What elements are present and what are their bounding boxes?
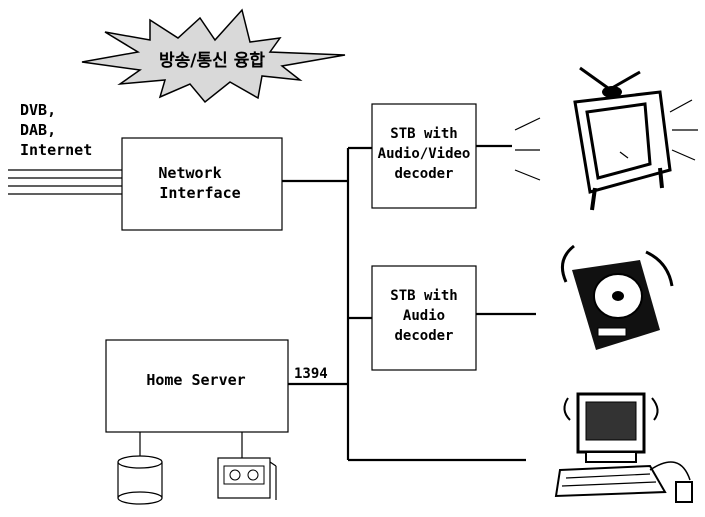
input-lines [8, 169, 122, 195]
stb-av-label-2: Audio/Video [378, 146, 471, 162]
network-interface-label-2: Interface [159, 184, 240, 202]
stb-audio-label-2: Audio [403, 308, 445, 324]
input-label-dab: DAB, [20, 121, 56, 139]
network-interface-box: Network Interface [121, 137, 283, 231]
home-server-box: Home Server 1394 [105, 339, 348, 433]
computer-icon [554, 392, 693, 503]
disk-drive-icon [117, 432, 163, 505]
input-label-internet: Internet [20, 141, 92, 159]
stb-audio-label-3: decoder [394, 328, 453, 344]
input-label-dvb: DVB, [20, 101, 56, 119]
input-labels: DVB, DAB, Internet [20, 101, 92, 159]
tv-icon [514, 66, 698, 211]
burst-title: 방송/통신 융합 [159, 50, 265, 71]
tape-deck-icon [217, 432, 277, 500]
stb-audio-label-1: STB with [390, 288, 457, 304]
stb-av-box: STB with Audio/Video decoder [348, 103, 512, 209]
bus-label: 1394 [294, 366, 328, 382]
stb-av-label-3: decoder [394, 166, 453, 182]
home-server-label: Home Server [146, 371, 245, 389]
burst-shape [81, 8, 346, 104]
stb-av-label-1: STB with [390, 126, 457, 142]
network-interface-label-1: Network [158, 164, 221, 182]
stb-audio-box: STB with Audio decoder [348, 265, 536, 371]
cd-player-icon [560, 244, 674, 350]
burst-badge: 방송/통신 융합 [81, 8, 346, 104]
